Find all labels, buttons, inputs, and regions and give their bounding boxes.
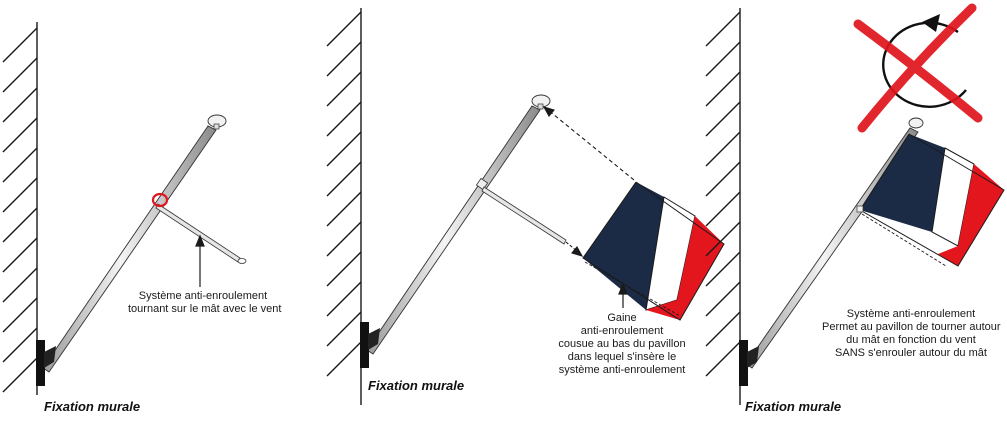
panel3-label-line-2: Permet au pavillon de tourner autour xyxy=(822,321,1001,333)
panel2-label-line-3: cousue au bas du pavillon xyxy=(558,338,686,350)
panel2-label-line-4: dans lequel s'insère le xyxy=(567,351,677,363)
anti-wrap-arm xyxy=(475,177,567,245)
panel3-label-line-4: SANS s'enrouler autour du mât xyxy=(835,347,987,359)
panel-2 xyxy=(326,8,725,405)
panel-1 xyxy=(2,22,247,395)
panel1-label-line-2: tournant sur le mât avec le vent xyxy=(128,303,282,315)
wall-hatch xyxy=(2,22,38,395)
panel3-label-line-3: du mât en fonction du vent xyxy=(846,334,976,346)
flagpole xyxy=(42,114,227,373)
panel3-caption: Fixation murale xyxy=(745,399,842,414)
flagpole xyxy=(366,94,551,355)
panel1-label-line-1: Système anti-enroulement xyxy=(138,290,268,302)
panel1-caption: Fixation murale xyxy=(44,399,141,414)
panel1-label: Système anti-enroulement tournant sur le… xyxy=(128,290,282,316)
panel2-caption: Fixation murale xyxy=(368,378,465,393)
pointer-arrow-1 xyxy=(195,234,205,287)
rotation-arrow-icon xyxy=(882,14,967,108)
dashed-guide xyxy=(542,106,635,257)
wall-hatch xyxy=(326,8,362,405)
wall-bracket xyxy=(360,322,380,368)
panel3-label-line-1: Système anti-enroulement xyxy=(846,308,976,320)
panel3-label: Système anti-enroulement Permet au pavil… xyxy=(822,308,1001,360)
red-cross-icon xyxy=(853,3,983,133)
wall-bracket xyxy=(739,340,759,386)
panel-3 xyxy=(705,3,1005,405)
panel2-label-line-5: système anti-enroulement xyxy=(558,364,686,376)
french-flag xyxy=(582,181,725,321)
panel2-label-line-1: Gaine xyxy=(607,312,637,324)
anti-wrap-arm xyxy=(155,203,247,264)
panel2-label-line-2: anti-enroulement xyxy=(580,325,664,337)
wall-hatch xyxy=(705,8,741,405)
pointer-arrow-2 xyxy=(618,282,628,308)
anti-wrap-ring xyxy=(151,192,169,208)
panel2-label: Gaine anti-enroulement cousue au bas du … xyxy=(552,312,692,377)
french-flag xyxy=(856,133,1005,267)
wall-bracket xyxy=(36,340,56,386)
